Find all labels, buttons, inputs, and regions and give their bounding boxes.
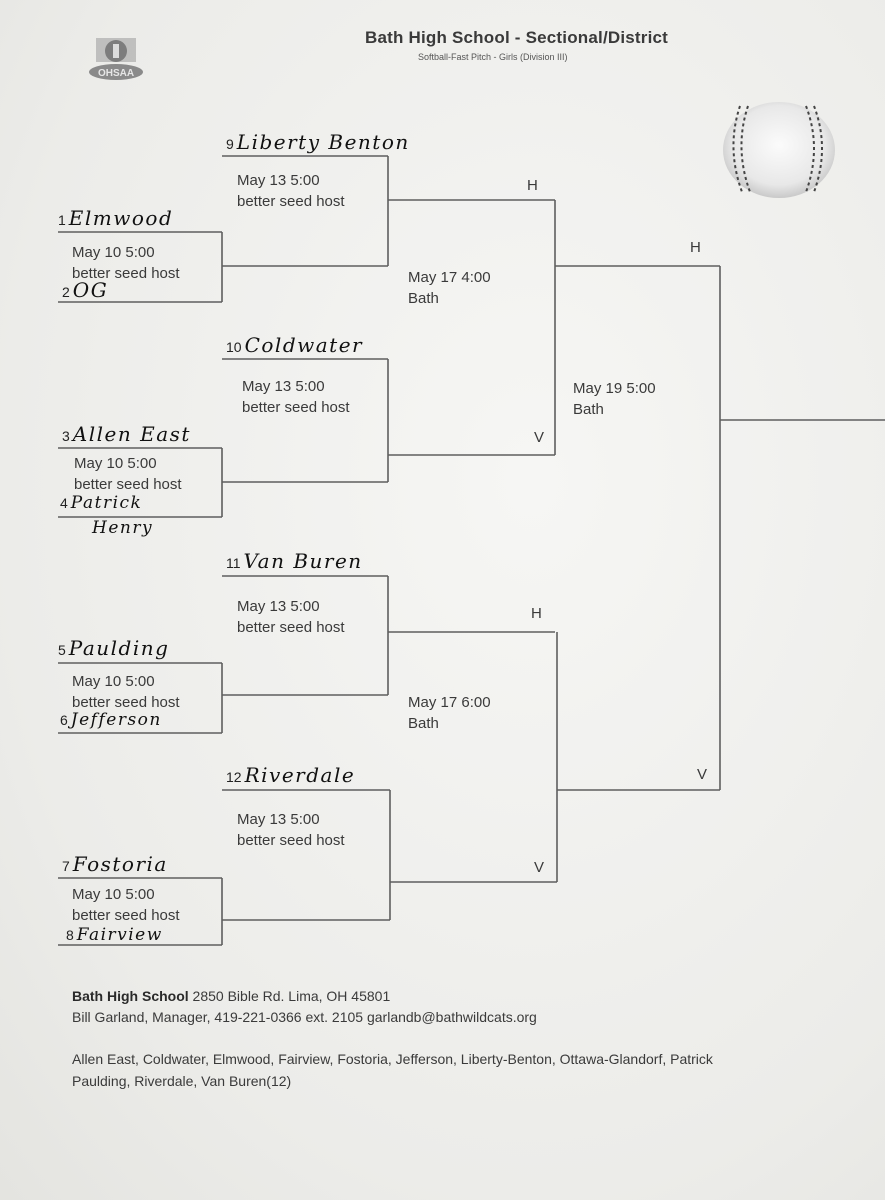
team-name: Paulding xyxy=(68,636,170,660)
home-marker: H xyxy=(527,177,538,194)
game-host: better seed host xyxy=(237,832,345,849)
team-name-line2: Henry xyxy=(92,518,154,538)
semifinal-date: May 17 4:00 xyxy=(408,269,491,286)
team-name: Fairview xyxy=(76,925,163,945)
ohsaa-logo: OHSAA xyxy=(89,38,143,80)
school-address: 2850 Bible Rd. Lima, OH 45801 xyxy=(188,988,391,1004)
seed-number: 4 xyxy=(60,495,68,511)
seed-number: 1 xyxy=(58,212,66,228)
game-host: better seed host xyxy=(237,619,345,636)
team-name: Liberty Benton xyxy=(236,130,410,154)
seed-number: 9 xyxy=(226,136,234,152)
home-marker: H xyxy=(690,239,701,256)
footer-teams-line2: Paulding, Riverdale, Van Buren(12) xyxy=(72,1073,292,1089)
game-date: May 13 5:00 xyxy=(237,172,320,189)
footer-contact: Bill Garland, Manager, 419-221-0366 ext.… xyxy=(72,1009,537,1025)
footer-address: Bath High School 2850 Bible Rd. Lima, OH… xyxy=(72,988,390,1004)
game-host: better seed host xyxy=(242,399,350,416)
team-name: Patrick xyxy=(70,493,143,513)
footer-teams-line1: Allen East, Coldwater, Elmwood, Fairview… xyxy=(72,1051,713,1067)
game-date: May 13 5:00 xyxy=(242,378,325,395)
seed-number: 6 xyxy=(60,712,68,728)
game-date: May 13 5:00 xyxy=(237,811,320,828)
semifinal-site: Bath xyxy=(408,715,439,732)
visitor-marker: V xyxy=(534,859,545,876)
game-date: May 10 5:00 xyxy=(72,673,155,690)
seed-number: 12 xyxy=(226,769,242,785)
softball-icon xyxy=(723,102,835,198)
seed-number: 10 xyxy=(226,339,242,355)
game-date: May 13 5:00 xyxy=(237,598,320,615)
seed-number: 8 xyxy=(66,927,74,943)
page-title: Bath High School - Sectional/District xyxy=(365,28,669,47)
game-date: May 10 5:00 xyxy=(72,244,155,261)
seed-number: 3 xyxy=(62,428,70,444)
logo-text: OHSAA xyxy=(98,68,134,79)
game-host: better seed host xyxy=(72,265,180,282)
game-host: better seed host xyxy=(72,694,180,711)
seed-number: 11 xyxy=(226,555,241,571)
game-host: better seed host xyxy=(237,193,345,210)
school-name: Bath High School xyxy=(72,988,189,1004)
team-name: Fostoria xyxy=(72,852,168,876)
team-name: OG xyxy=(72,278,109,302)
team-name: Riverdale xyxy=(244,763,356,787)
visitor-marker: V xyxy=(534,429,545,446)
semifinal-date: May 17 6:00 xyxy=(408,694,491,711)
final-date: May 19 5:00 xyxy=(573,380,656,397)
semifinal-site: Bath xyxy=(408,290,439,307)
visitor-marker: V xyxy=(697,766,708,783)
team-name: Coldwater xyxy=(244,333,364,357)
team-name: Allen East xyxy=(72,422,191,446)
game-date: May 10 5:00 xyxy=(74,455,157,472)
final-site: Bath xyxy=(573,401,604,418)
home-marker: H xyxy=(531,605,542,622)
team-name: Elmwood xyxy=(68,206,174,230)
seed-number: 7 xyxy=(62,858,70,874)
team-name: Van Buren xyxy=(243,549,363,573)
game-host: better seed host xyxy=(72,907,180,924)
seed-number: 5 xyxy=(58,642,66,658)
page-subtitle: Softball-Fast Pitch - Girls (Division II… xyxy=(418,52,568,62)
game-host: better seed host xyxy=(74,476,182,493)
team-name: Jefferson xyxy=(70,710,162,730)
seed-number: 2 xyxy=(62,284,70,300)
game-date: May 10 5:00 xyxy=(72,886,155,903)
